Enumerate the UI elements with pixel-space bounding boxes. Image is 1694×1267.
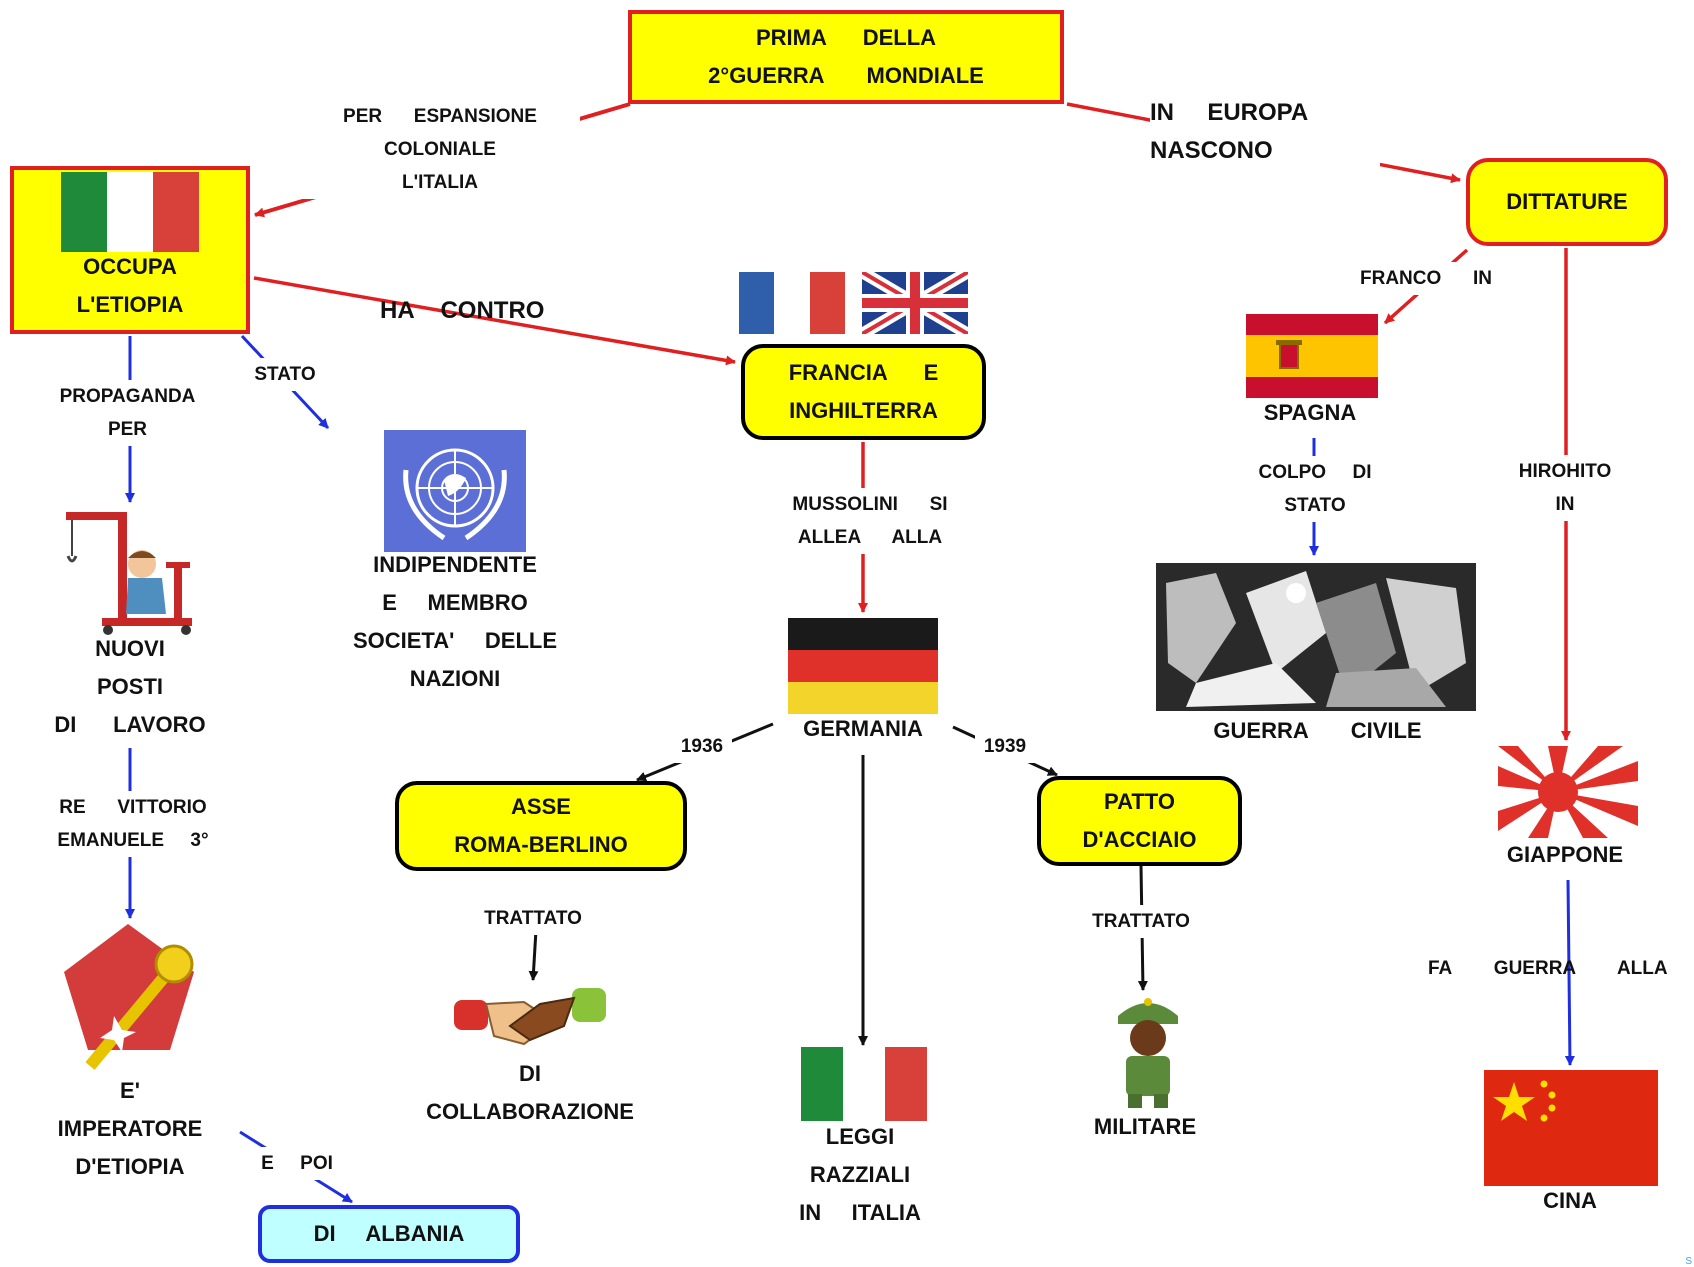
label-fa-guerra: FA GUERRA ALLA: [1428, 958, 1668, 979]
label-espansione: PER ESPANSIONE COLONIALE L'ITALIA: [300, 100, 580, 199]
label-colpo: COLPO DI STATO: [1240, 456, 1390, 522]
text-nuovi-posti: NUOVI POSTI DI LAVORO: [54, 636, 206, 737]
francia-line1: FRANCIA E: [788, 360, 939, 385]
label-trattato-asse: TRATTATO: [466, 902, 600, 935]
label-1939: 1939: [975, 730, 1035, 763]
dittature-node: DITTATURE: [1466, 158, 1668, 246]
un-emblem-icon: [384, 430, 526, 552]
patto-node: PATTO D'ACCIAIO: [1037, 776, 1242, 866]
root-node: PRIMA DELLA 2°GUERRA MONDIALE: [628, 10, 1064, 104]
italy-flag-icon: [61, 172, 199, 252]
patto-line1: PATTO: [1104, 789, 1175, 814]
root-line1: PRIMA DELLA: [755, 25, 937, 50]
watermark: S: [1685, 1256, 1692, 1267]
text-germania: GERMANIA: [803, 716, 923, 741]
crane-worker-icon: [66, 512, 192, 635]
label-in-europa: IN EUROPA NASCONO: [1150, 94, 1380, 170]
label-trattato-patto: TRATTATO: [1074, 905, 1208, 938]
text-leggi: LEGGI RAZZIALI IN ITALIA: [799, 1124, 921, 1225]
occupa-line1: OCCUPA: [83, 254, 177, 279]
france-flag-icon: [739, 272, 845, 334]
uk-flag-icon: [862, 272, 968, 334]
china-flag-icon: [1484, 1070, 1658, 1186]
label-hirohito: HIROHITO IN: [1500, 455, 1630, 521]
text-spagna: SPAGNA: [1263, 400, 1357, 425]
japan-flag-icon: [1498, 746, 1638, 838]
text-imperatore: E' IMPERATORE D'ETIOPIA: [57, 1078, 203, 1179]
germany-flag-icon: [788, 618, 938, 714]
root-line2: 2°GUERRA MONDIALE: [708, 63, 984, 88]
label-1936: 1936: [672, 730, 732, 763]
text-cina: CINA: [1543, 1188, 1597, 1213]
label-franco: FRANCO IN: [1360, 262, 1530, 295]
occupa-line2: L'ETIOPIA: [76, 292, 184, 317]
spain-flag-icon: [1246, 314, 1378, 398]
guernica-painting: [1156, 563, 1476, 711]
label-mussolini: MUSSOLINI SI ALLEA ALLA: [770, 488, 970, 554]
label-stato: STATO: [240, 358, 330, 391]
patto-line2: D'ACCIAIO: [1082, 827, 1197, 852]
dittature-label: DITTATURE: [1506, 189, 1628, 214]
francia-node: FRANCIA E INGHILTERRA: [741, 344, 986, 440]
soldier-icon: [1118, 998, 1178, 1108]
scepter-icon: [64, 924, 194, 1070]
text-collaborazione: DI COLLABORAZIONE: [426, 1061, 634, 1124]
text-giappone: GIAPPONE: [1506, 842, 1624, 867]
asse-node: ASSE ROMA-BERLINO: [395, 781, 687, 871]
asse-line2: ROMA-BERLINO: [454, 832, 628, 857]
label-propaganda: PROPAGANDA PER: [40, 380, 215, 446]
text-indipendente: INDIPENDENTE E MEMBRO SOCIETA' DELLE NAZ…: [352, 552, 558, 691]
label-e-poi: E POI: [252, 1147, 342, 1180]
text-guerra-civile: GUERRA CIVILE: [1213, 718, 1422, 743]
asse-line1: ASSE: [511, 794, 571, 819]
italy-flag-icon: [801, 1047, 927, 1121]
handshake-icon: [454, 988, 606, 1046]
label-ha-contro: HA CONTRO: [380, 297, 545, 324]
text-militare: MILITARE: [1093, 1114, 1197, 1139]
francia-line2: INGHILTERRA: [789, 398, 938, 423]
albania-label: DI ALBANIA: [313, 1221, 465, 1246]
albania-node: DI ALBANIA: [258, 1205, 520, 1263]
label-re: RE VITTORIO EMANUELE 3°: [28, 791, 238, 857]
